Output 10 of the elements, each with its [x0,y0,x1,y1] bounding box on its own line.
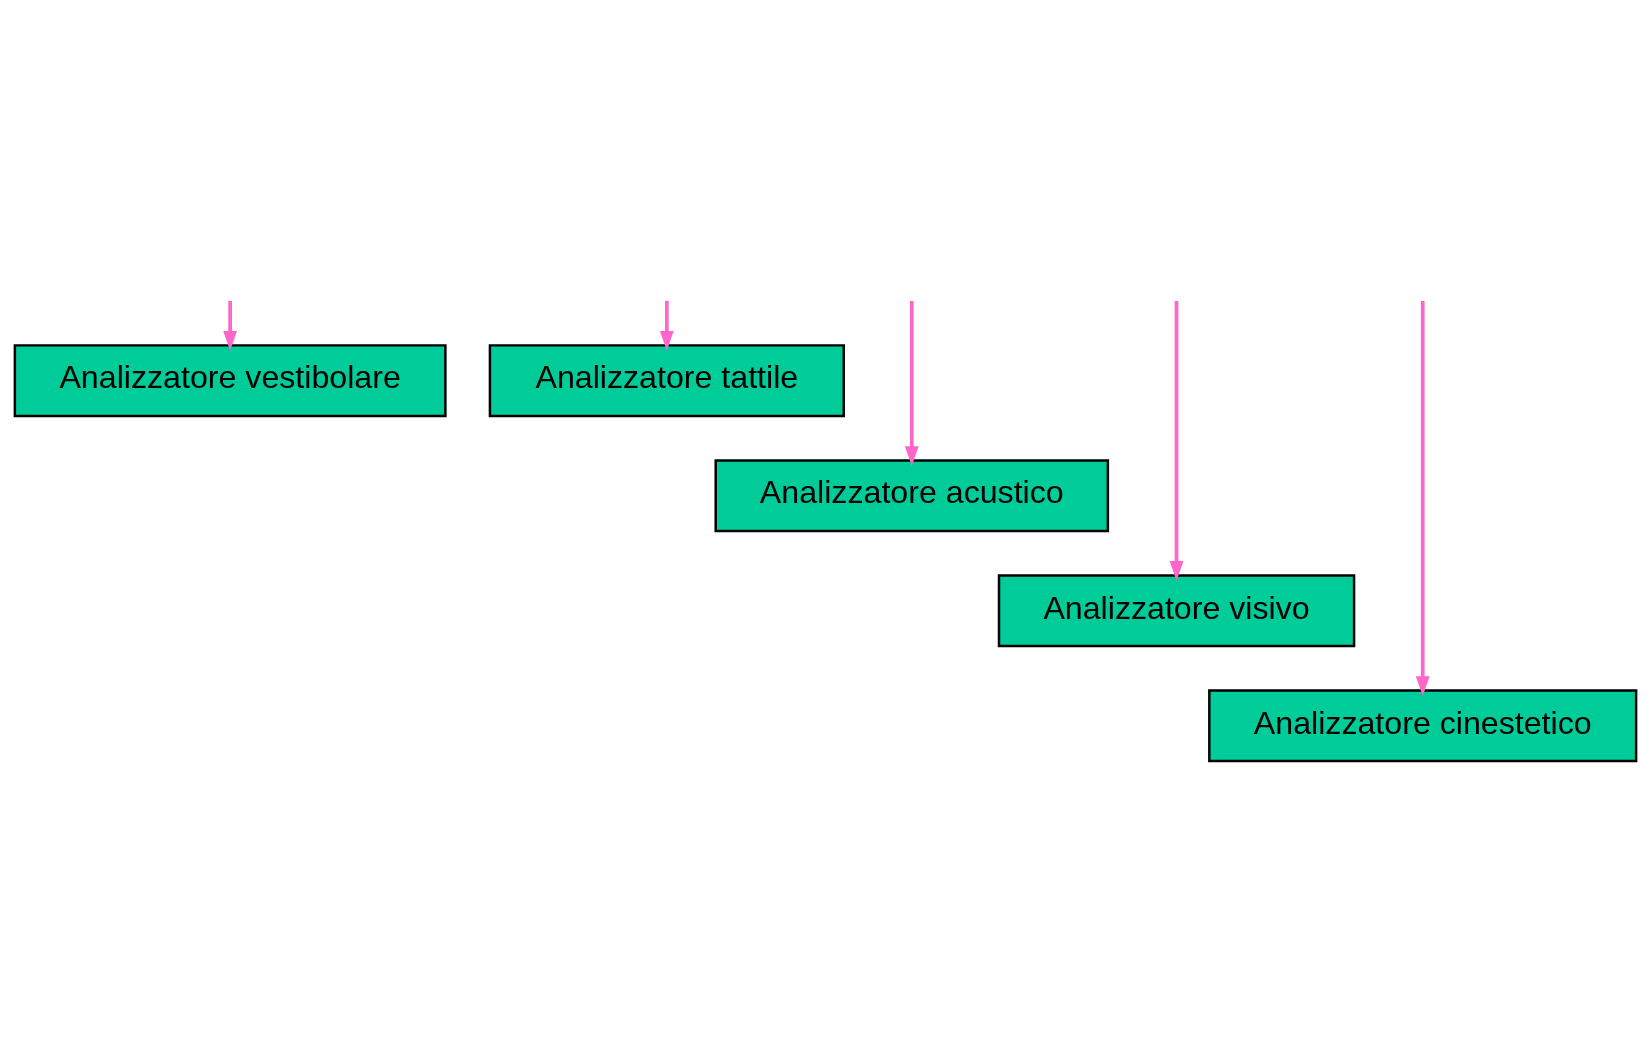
node-box: Analizzatore visivo [997,574,1355,648]
arrow [1169,300,1183,581]
arrow [659,300,674,351]
node-box: Analizzatore vestibolare [13,344,447,418]
node-box: Analizzatore cinestetico [1207,689,1637,763]
node-box: Analizzatore acustico [713,459,1109,533]
node-box: Analizzatore tattile [488,344,845,418]
arrow [222,300,237,351]
arrow [904,301,919,466]
arrow [1415,300,1430,696]
